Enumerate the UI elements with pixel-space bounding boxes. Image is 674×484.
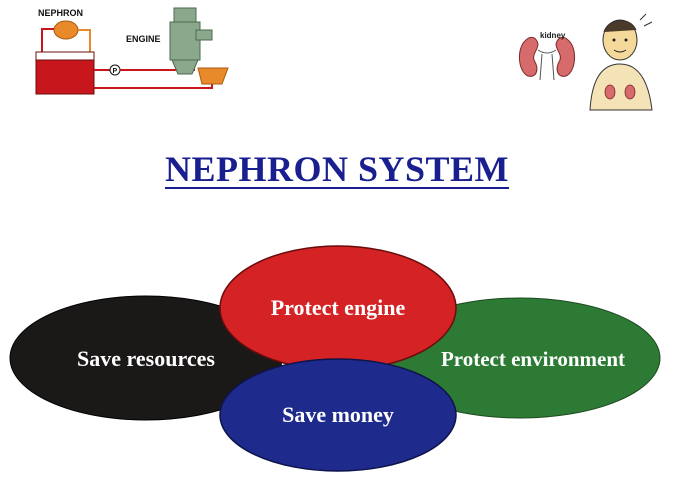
engine-label: ENGINE xyxy=(126,34,161,44)
kidney-right-icon xyxy=(555,36,575,77)
nephron-filter-icon xyxy=(53,20,79,40)
protect-environment-label: Protect environment xyxy=(441,347,625,371)
benefits-diagram: Save resources Protect environment Prote… xyxy=(9,245,661,472)
save-resources-label: Save resources xyxy=(77,346,215,371)
nephron-label: NEPHRON xyxy=(38,8,83,18)
save-money-label: Save money xyxy=(282,402,394,427)
person-icon xyxy=(589,13,653,111)
kidney-person-illustration: kidney xyxy=(519,13,653,111)
kidney-label: kidney xyxy=(540,31,566,40)
kidney-left-icon xyxy=(519,36,539,77)
save-money-ellipse xyxy=(219,358,457,472)
engine-icon xyxy=(169,7,229,85)
protect-engine-label: Protect engine xyxy=(271,295,406,320)
pump-label: P xyxy=(113,68,118,75)
nephron-engine-schematic: NEPHRON ENGINE P xyxy=(35,7,229,95)
page-title: NEPHRON SYSTEM xyxy=(164,149,510,189)
